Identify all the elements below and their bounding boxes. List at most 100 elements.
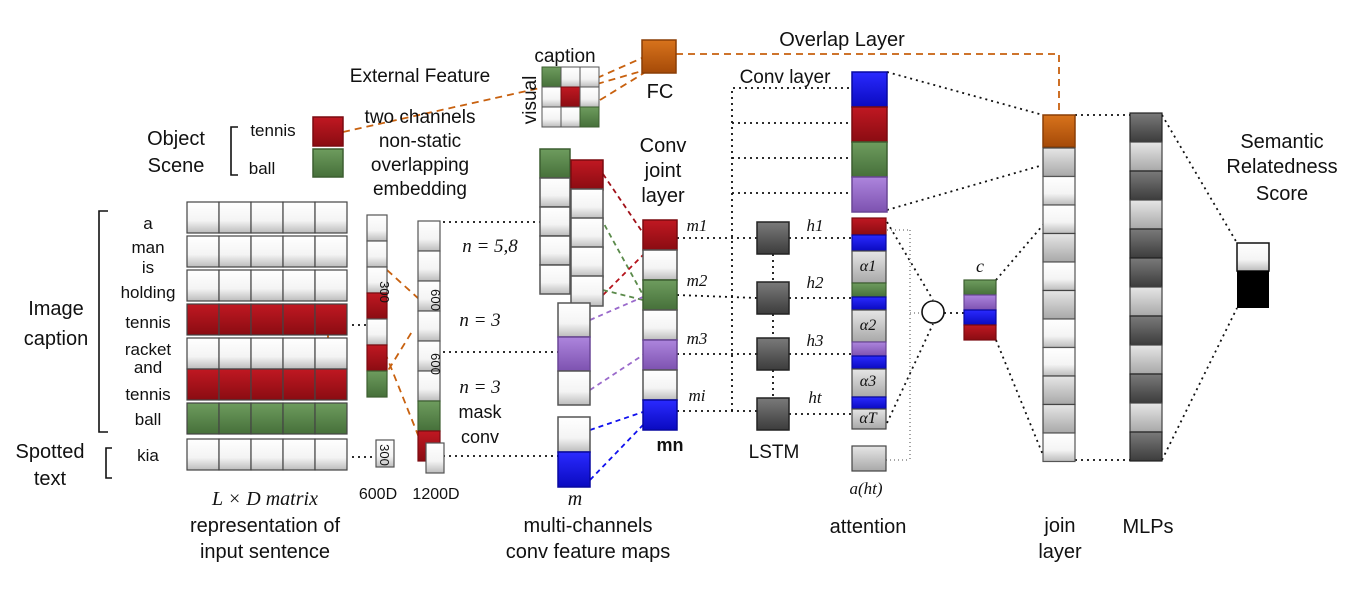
attention-seg5: [851, 309, 887, 343]
join-cell6: [1042, 318, 1076, 349]
visual-grid-cell: [560, 86, 581, 108]
caption-word: is: [142, 258, 154, 277]
conv-layer-label: Conv layer: [740, 67, 831, 88]
join-cell0: [1042, 147, 1076, 178]
mlp-cell0: [1129, 112, 1163, 143]
visual-to-fc-b: [596, 70, 643, 85]
joint-cell1: [642, 249, 678, 281]
fmap-c-to-joint-a: [589, 296, 644, 321]
diagram-blocks: [186, 39, 1270, 488]
attention-seg8: [851, 368, 887, 398]
matrix-caption-line2: representation of: [190, 515, 341, 537]
dim-600-a: 600: [428, 289, 443, 311]
attention-seg6: [851, 341, 887, 357]
fmap-b-cell3: [570, 246, 604, 278]
conv-joint-line1: Conv: [640, 135, 687, 157]
matrix-caption-line3: input sentence: [200, 541, 330, 563]
overlap-layer-label: Overlap Layer: [779, 29, 905, 51]
fmap-c-to-joint-b: [589, 354, 644, 391]
matrix-cell-r3-c2: [250, 303, 284, 336]
h3-label: h3: [807, 331, 824, 350]
join-layer-line1: join: [1043, 515, 1075, 537]
matrix-cell-r1-c1: [218, 235, 252, 268]
spotted-text-line1: Spotted: [16, 441, 85, 463]
score-line1: Semantic: [1240, 131, 1323, 153]
mlp-cell6: [1129, 286, 1163, 317]
fmap-b-cell4: [570, 275, 604, 307]
joint-cell3: [642, 309, 678, 341]
caption-word: a: [143, 214, 153, 233]
two-channels-line4: embedding: [373, 179, 467, 200]
visual-grid-cell: [560, 66, 581, 88]
m3-label: m3: [687, 329, 708, 348]
mlp-cell7: [1129, 315, 1163, 346]
spotted-text-bracket: [105, 447, 112, 479]
matrix-cell-r0-c0: [186, 201, 220, 234]
fmap-d-to-joint-a: [589, 411, 644, 431]
visual-label: visual: [520, 76, 541, 125]
mlp-cell4: [1129, 228, 1163, 259]
matrix-cell-r6-c4: [314, 402, 348, 435]
join-cell4: [1042, 261, 1076, 292]
matrix-cell-r5-c4: [314, 368, 348, 401]
fmap-a-low-to-joint: [602, 289, 644, 301]
mlp-to-score-b: [1161, 307, 1238, 461]
object-scene-bracket: [230, 126, 238, 176]
caption-word: tennis: [125, 313, 170, 332]
fmap-a-cell0: [539, 148, 571, 179]
visual-grid-cell: [541, 86, 562, 108]
matrix-cell-r0-c4: [314, 201, 348, 234]
fmap-c-cell2: [557, 370, 591, 406]
scene-ball-box: [312, 148, 344, 178]
matrix-cell-r6-c0: [186, 402, 220, 435]
embed-ch1-cell6: [366, 370, 388, 398]
spotted-text-line2: text: [34, 468, 67, 490]
embed-ch2-cell0: [417, 220, 441, 252]
caption-word: tennis: [125, 385, 170, 404]
mn-label: mn: [657, 435, 684, 455]
matrix-cell-r5-c1: [218, 368, 252, 401]
two-channels-line3: overlapping: [371, 155, 469, 176]
attn-to-sum-b: [886, 323, 934, 424]
matrix-cell-r3-c0: [186, 303, 220, 336]
visual-to-fc-c: [599, 72, 645, 101]
mi-label: mi: [689, 386, 706, 405]
joint-cell4: [642, 339, 678, 371]
embed-ch2-cell6: [417, 400, 441, 432]
score-cell-top: [1236, 242, 1270, 272]
a-ht-box: [851, 445, 887, 472]
alphaT-label: αT: [859, 410, 877, 427]
n-3-label-a: n = 3: [459, 310, 500, 331]
fmap-d-cell0: [557, 416, 591, 453]
attention-label: attention: [830, 516, 907, 538]
matrix-cell-r5-c2: [250, 368, 284, 401]
matrix-cell-r4-c2: [250, 337, 284, 370]
convlayer-to-join-a: [886, 71, 1044, 116]
lstm-cell2: [756, 337, 790, 371]
attention-seg7: [851, 355, 887, 370]
image-caption-line2: caption: [24, 328, 89, 350]
fmap-a-cell3: [539, 235, 571, 266]
lstm-cell0: [756, 221, 790, 255]
visual-grid-cell: [560, 106, 581, 128]
conv-label: conv: [461, 427, 499, 447]
fmap-a-to-joint: [569, 161, 644, 296]
embed-spot-ch1: [375, 439, 395, 468]
mlp-cell8: [1129, 344, 1163, 375]
matrix-cell-r3-c3: [282, 303, 316, 336]
fmap-b-to-joint: [602, 173, 644, 234]
matrix-cell-r2-c4: [314, 269, 348, 302]
joint-cell5: [642, 369, 678, 401]
n-5-8-label: n = 5,8: [462, 236, 518, 257]
ball-tag-label: ball: [249, 159, 275, 178]
caption-label: caption: [534, 46, 595, 67]
matrix-cell-r2-c0: [186, 269, 220, 302]
context-seg3: [963, 324, 997, 341]
embed-map-2: [375, 329, 421, 441]
alpha3-label: α3: [860, 373, 876, 390]
joint-cell2: [642, 279, 678, 311]
score-cell-bottom: [1237, 271, 1269, 308]
caption-word: racket: [125, 340, 172, 359]
embed-ch1-cell0: [366, 214, 388, 242]
